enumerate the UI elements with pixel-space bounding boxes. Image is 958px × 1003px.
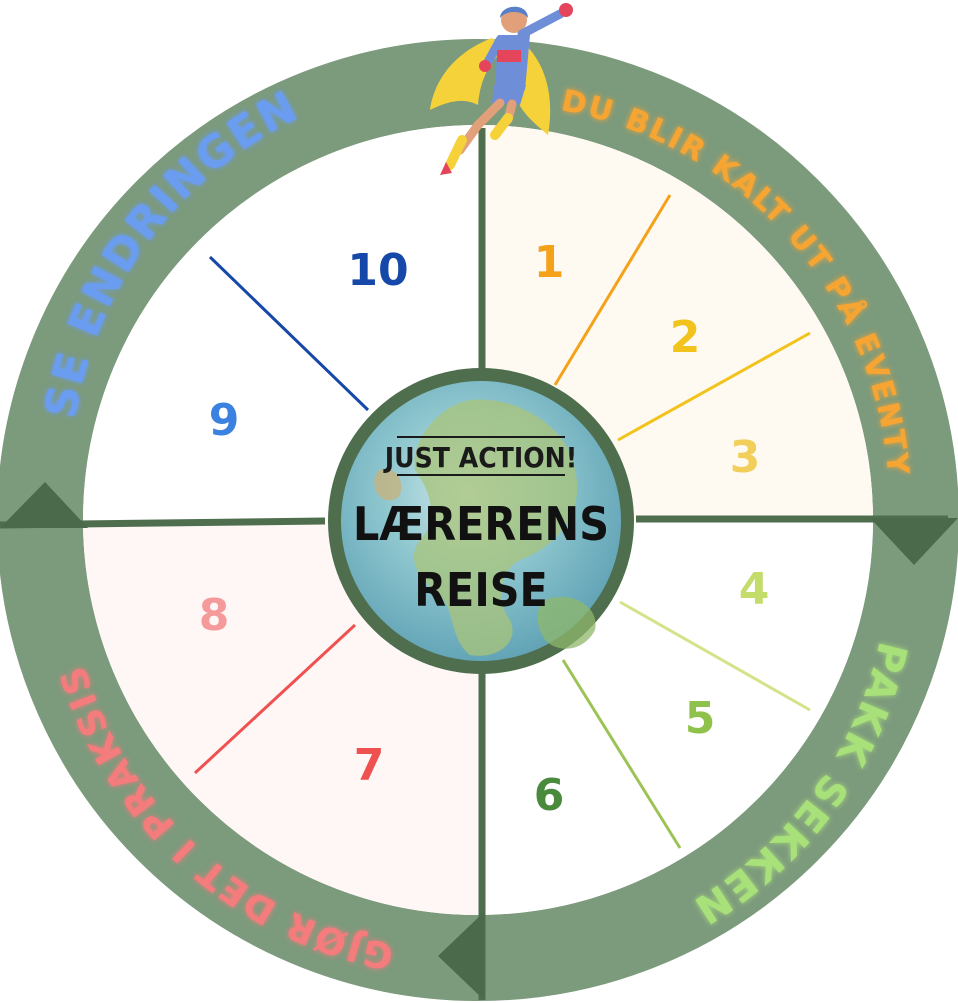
center-title-line2: REISE xyxy=(414,563,548,617)
step-4: 4 xyxy=(739,564,770,615)
step-2: 2 xyxy=(670,312,701,363)
divider-2-3 xyxy=(617,331,811,442)
divider-7-8 xyxy=(193,623,357,775)
arrow-right xyxy=(870,518,958,565)
step-3: 3 xyxy=(730,432,761,483)
arrow-bottom xyxy=(438,912,484,1000)
step-1: 1 xyxy=(534,237,565,288)
divider-4-5 xyxy=(619,600,811,712)
step-9: 9 xyxy=(209,395,240,446)
divider-5-6 xyxy=(561,659,682,849)
center-subtitle: JUST ACTION! xyxy=(383,441,577,474)
step-10: 10 xyxy=(347,245,408,296)
step-8: 8 xyxy=(199,590,230,641)
center-title-line1: LÆRERENS xyxy=(353,497,609,551)
globe-land xyxy=(374,399,596,656)
step-7: 7 xyxy=(354,740,385,791)
step-5: 5 xyxy=(685,693,716,744)
superhero-icon xyxy=(430,3,573,175)
arrow-left xyxy=(0,482,88,528)
divider-9-10 xyxy=(208,255,370,412)
step-6: 6 xyxy=(534,770,565,821)
divider-1-2 xyxy=(553,194,672,386)
